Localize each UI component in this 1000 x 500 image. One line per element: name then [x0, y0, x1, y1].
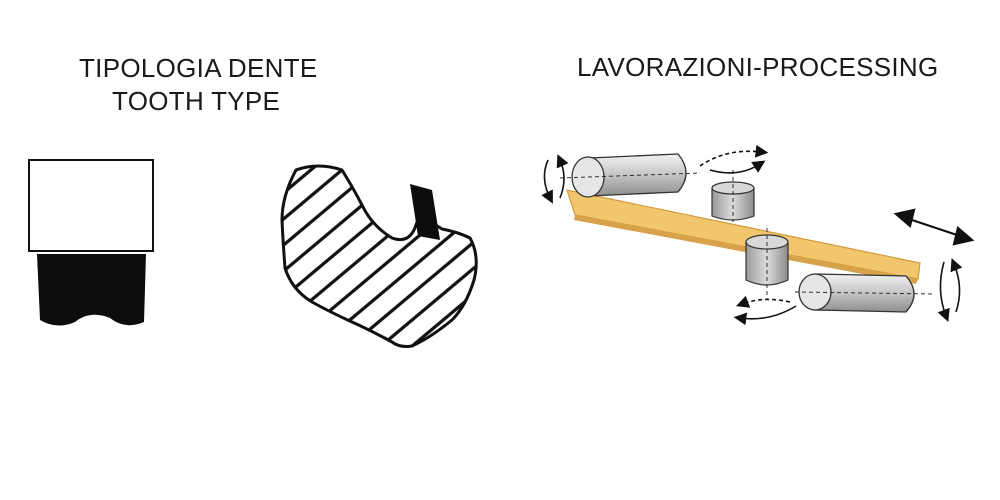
bottom-roller — [794, 273, 936, 313]
tooth-type-title-italian: TIPOLOGIA DENTE — [79, 53, 318, 83]
hook-tooth-profile-icon — [280, 164, 478, 348]
lower-vertical-roller — [745, 228, 789, 300]
feed-direction-arrow-icon — [893, 208, 975, 246]
rotation-arrow-left-icon — [541, 154, 569, 204]
tooth-type-title-english: TOOTH TYPE — [112, 86, 281, 116]
flat-tooth-outline — [28, 159, 154, 252]
upper-vertical-roller — [711, 170, 755, 222]
roller-processing-diagram — [541, 144, 975, 326]
flat-tooth-profile-icon — [28, 159, 154, 326]
rotation-arrow-top-right-icon — [699, 144, 769, 174]
hook-tooth-body — [280, 164, 478, 348]
top-roller — [559, 153, 701, 198]
flat-tooth-body — [37, 254, 146, 326]
hook-tooth-tip — [410, 184, 440, 240]
rotation-arrow-bottom-left-icon — [733, 295, 797, 326]
processing-title: LAVORAZIONI-PROCESSING — [577, 52, 939, 82]
rotation-arrow-right-icon — [937, 258, 963, 322]
